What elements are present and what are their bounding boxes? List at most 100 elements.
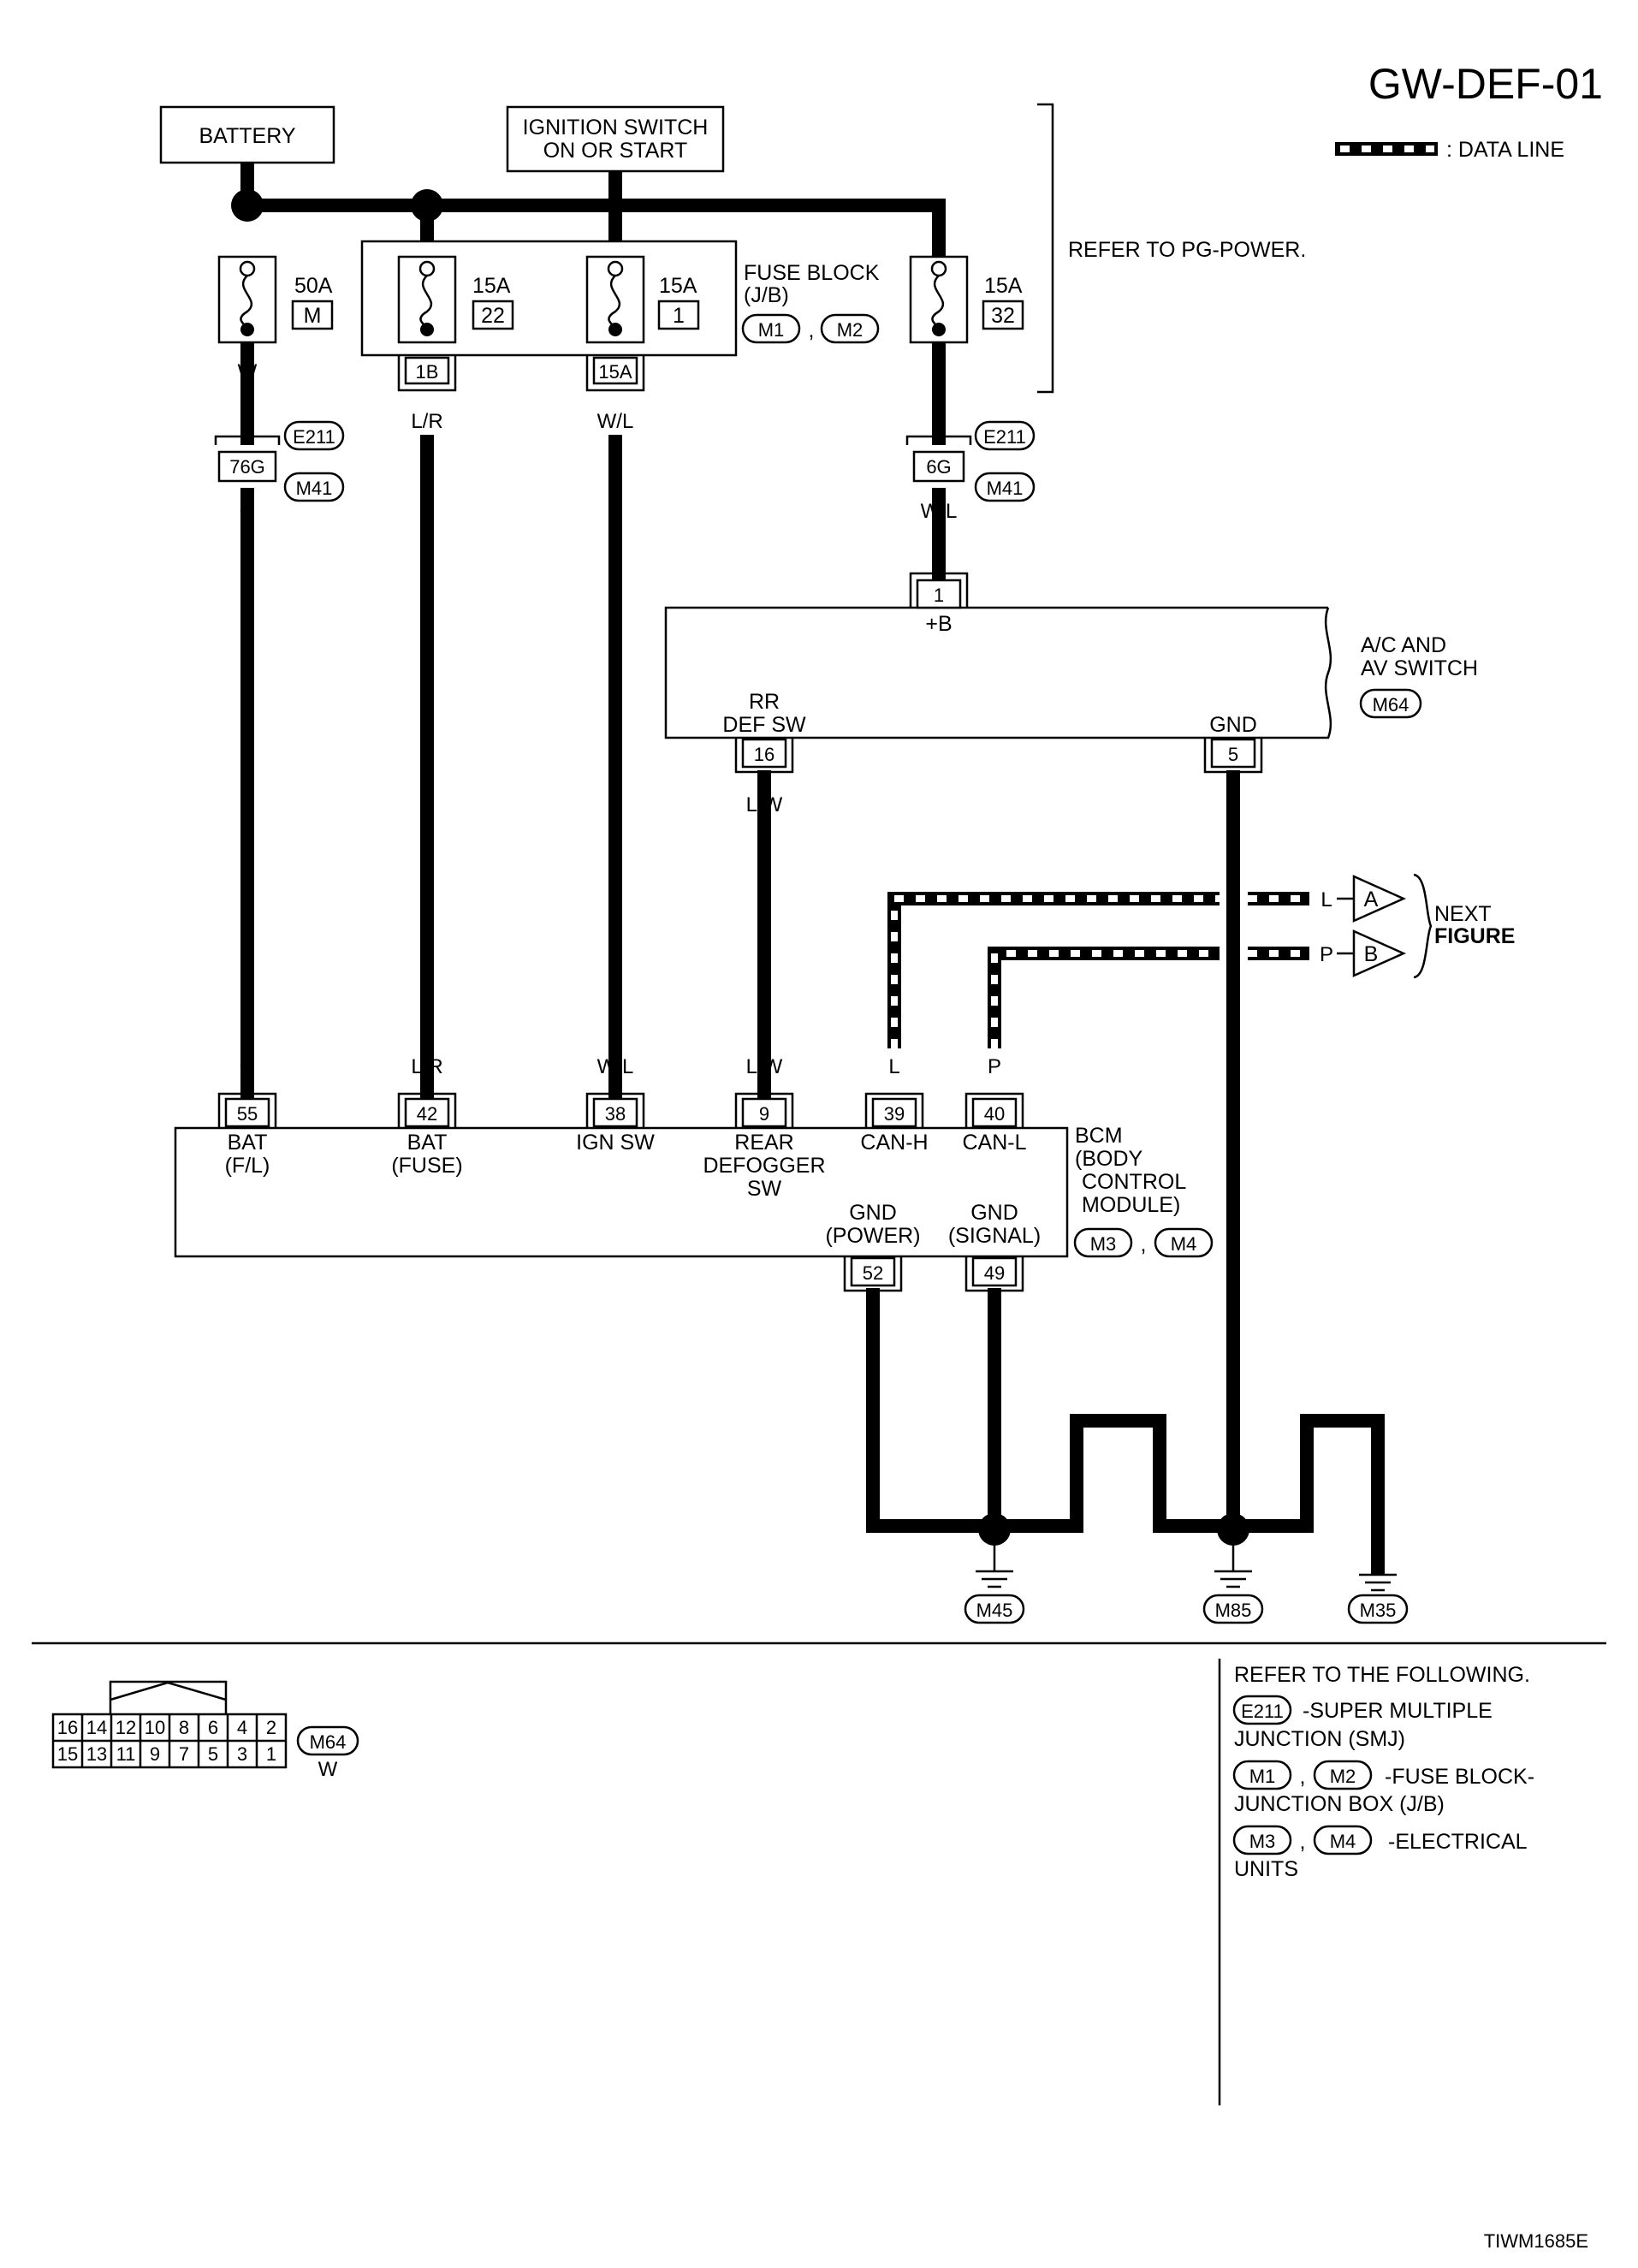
refer-bracket: [1037, 103, 1054, 394]
bcm-pin-40: 40: [964, 1092, 1024, 1128]
connector-6g: 6G: [905, 435, 972, 483]
connector-76g-label: 76G: [229, 456, 265, 478]
bcm-bat-fl-2: (F/L): [225, 1154, 270, 1178]
wire-color-b-g7: B: [1371, 1460, 1385, 1483]
bcm-pin-42: 42: [397, 1092, 457, 1128]
ground-m35-label: M35: [1360, 1600, 1397, 1621]
next-figure-figure: FIGURE: [1434, 924, 1515, 948]
fuse-50a-amp: 50A: [294, 274, 333, 298]
fuse-15a-22-num-box: [472, 300, 514, 330]
fuse-block-conn-m2: [820, 313, 880, 344]
ref-m1: [1232, 1760, 1292, 1790]
ref-fuse-text-1: -FUSE BLOCK-: [1385, 1765, 1534, 1789]
ground-m45-label: M45: [976, 1600, 1013, 1621]
e211-left-label: E211: [293, 426, 335, 448]
next-figure-next: NEXT: [1434, 902, 1492, 926]
svg-text:9: 9: [759, 1103, 769, 1125]
fuse-block-conn-m1-label: M1: [758, 319, 785, 341]
splice-ground-m85: [1217, 1513, 1249, 1546]
e211-right-label: E211: [983, 426, 1026, 448]
ignition-label-line2: ON OR START: [543, 139, 688, 163]
bcm-gnd-power-2: (POWER): [825, 1224, 920, 1248]
wire-color-b-g2: B: [988, 1460, 1001, 1483]
ref-m4-label: M4: [1330, 1831, 1356, 1852]
ref-m1-label: M1: [1249, 1766, 1276, 1787]
bcm-can-l: CAN-L: [962, 1131, 1026, 1155]
ref-m4: [1313, 1825, 1373, 1855]
connector-view-m64-label: M64: [310, 1731, 347, 1753]
wire-color-wl-right: W/L: [921, 500, 958, 523]
wire-color-wl-top: W/L: [597, 410, 634, 433]
ac-switch-name-1: A/C AND: [1361, 633, 1446, 657]
bcm-rear-3: SW: [747, 1177, 782, 1201]
bcm-pin-39: 39: [864, 1092, 924, 1128]
ac-gnd-label: GND: [1209, 713, 1257, 737]
bcm-conn-m4: [1154, 1227, 1214, 1258]
bcm-pin-38: 38: [585, 1092, 645, 1128]
wire-color-lw-top: L/W: [746, 793, 783, 816]
connector-pin-cell: 14: [86, 1717, 107, 1738]
ground-symbol-m85: [1214, 1570, 1252, 1588]
footer-code: TIWM1685E: [1484, 2230, 1588, 2252]
e211-right: [974, 420, 1036, 451]
ref-m3: [1232, 1825, 1292, 1855]
fuse-block-conn-m1: [741, 313, 801, 344]
bcm-conn-m3-label: M3: [1090, 1233, 1117, 1255]
next-figure-b-label: B: [1364, 942, 1379, 966]
bcm-can-h: CAN-H: [860, 1131, 928, 1155]
can-data-lines: [887, 892, 1309, 1048]
bcm-box: [174, 1126, 1069, 1258]
battery-label: BATTERY: [199, 124, 296, 148]
wire-color-p-bcm: P: [988, 1055, 1001, 1078]
wire-color-lr-bcm: L/R: [411, 1055, 442, 1078]
m41-right: [974, 472, 1036, 502]
ground-m85: [1202, 1594, 1264, 1624]
connector-pin-cell: 2: [266, 1717, 276, 1738]
wire-color-b-g6: B: [1300, 1460, 1314, 1483]
fuse-50a: [217, 255, 277, 344]
wire-color-l-bcm: L: [888, 1055, 899, 1078]
bcm-name-2: (BODY: [1075, 1147, 1143, 1171]
references-heading: REFER TO THE FOLLOWING.: [1234, 1663, 1530, 1687]
connector-pin-1: 1: [909, 572, 969, 609]
connector-pin-cell: 6: [208, 1717, 218, 1738]
ground-symbol-m45: [976, 1570, 1013, 1588]
ref-e211-text-2: JUNCTION (SMJ): [1234, 1727, 1405, 1751]
fuse-15a-32-num: 32: [991, 304, 1015, 328]
bcm-bat-fuse-1: BAT: [407, 1131, 448, 1155]
connector-pin-16: 16: [734, 738, 794, 774]
ac-av-switch-box: [664, 606, 1332, 739]
wire-color-b-g4: B: [1153, 1460, 1166, 1483]
fuse-15a-22: [397, 255, 457, 344]
connector-view-color: W: [318, 1758, 338, 1781]
fuse-50a-num: M: [304, 304, 322, 328]
m41-left-label: M41: [296, 478, 333, 499]
ref-fuse-text-2: JUNCTION BOX (J/B): [1234, 1792, 1445, 1816]
svg-text:52: 52: [863, 1262, 883, 1284]
svg-text:38: 38: [605, 1103, 626, 1125]
data-line-legend-label: : DATA LINE: [1446, 138, 1564, 162]
connector-15a-label: 15A: [598, 361, 632, 383]
wire-color-wl-bcm: W/L: [597, 1055, 634, 1078]
connector-pin-cell: 9: [150, 1743, 160, 1765]
bcm-ign-sw: IGN SW: [576, 1131, 655, 1155]
connector-pin-cell: 13: [86, 1743, 107, 1765]
splice-fuse-22: [411, 189, 443, 222]
ref-elec-comma: ,: [1300, 1830, 1306, 1854]
wire-color-b-ac: B: [1226, 793, 1240, 816]
bcm-gnd-power-1: GND: [849, 1201, 897, 1225]
m41-left: [283, 472, 345, 502]
fuse-15a-1-num-box: [657, 300, 700, 330]
connector-pin-cell: 16: [57, 1717, 78, 1738]
ac-switch-name-2: AV SWITCH: [1361, 656, 1478, 680]
fuse-15a-32-num-box: [982, 300, 1024, 330]
bcm-pin-49: 49: [964, 1256, 1024, 1292]
m41-right-label: M41: [987, 478, 1024, 499]
connector-1b-label: 1B: [416, 361, 439, 383]
wire-color-y: Y: [932, 360, 946, 383]
bcm-bat-fuse-2: (FUSE): [391, 1154, 462, 1178]
bcm-rear-2: DEFOGGER: [703, 1154, 825, 1178]
wire-color-g-bcm: G: [240, 1055, 256, 1078]
pin-1-label: 1: [934, 585, 944, 606]
